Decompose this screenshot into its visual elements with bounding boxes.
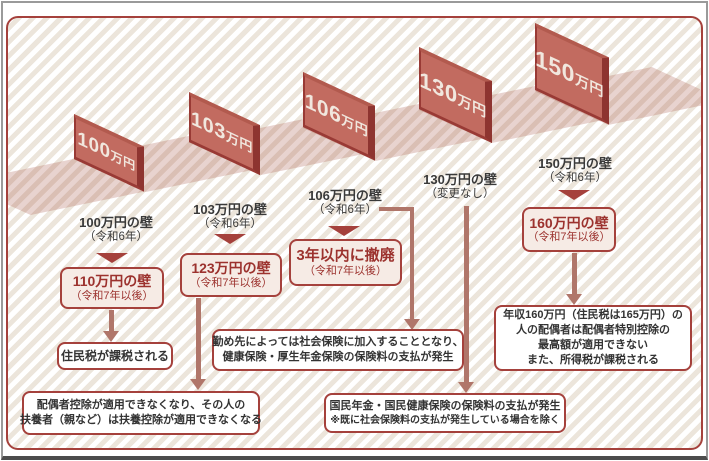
connector-arrow [458,206,474,393]
result-line: 配偶者控除が適用できなくなり、その人の [36,399,246,412]
new-wall-box-110man: 110万円の壁 （令和7年以後） [60,267,164,309]
header-100man: 100万円の壁 （令和6年） [51,215,181,244]
connector-shaft [571,253,577,294]
header-100man-title: 100万円の壁 [79,215,153,230]
arrowhead-icon [458,382,474,393]
connector-shaft [195,298,201,379]
result-line: また、所得税が課税される [527,353,659,366]
header-150man: 150万円の壁 （令和6年） [510,156,640,185]
header-130man-status: （変更なし） [425,188,495,200]
connector-arrow [190,298,206,390]
header-103man-year: （令和6年） [198,218,262,230]
arrowhead-icon [566,294,582,305]
new-wall-110man-period: （令和7年以後） [70,289,154,302]
result-line: 住民税が課税される [61,348,170,363]
connector-arrow [566,253,582,305]
result-box-social-insurance: 勤め先によっては社会保険に加入することとなり、 健康保険・厚生年金保険の保険料の… [212,329,464,371]
header-103man-title: 103万円の壁 [193,202,267,217]
result-line: 健康保険・厚生年金保険の保険料の支払が発生 [222,351,454,363]
arrow-down-triangle-icon [214,234,246,244]
header-106man-title: 106万円の壁 [308,188,382,203]
arrow-down-triangle-icon [96,253,128,263]
new-wall-box-160man: 160万円の壁 （令和7年以後） [522,207,616,252]
connector-arrow [103,310,119,342]
connector-shaft [108,310,114,331]
header-103man: 103万円の壁 （令和6年） [165,202,295,231]
wall-150man-label: 150万円 [535,43,604,100]
arrow-down-triangle-icon [328,226,360,236]
header-106man: 106万円の壁 （令和6年） [280,188,410,217]
result-line: 年収160万円（住民税は165万円）の [503,309,683,322]
result-box-spouse-deduction: 配偶者控除が適用できなくなり、その人の 扶養者（親など）は扶養控除が適用できなく… [20,391,262,435]
new-wall-box-123man: 123万円の壁 （令和7年以後） [180,253,282,297]
arrowhead-icon [103,331,119,342]
abolished-box: 3年以内に撤廃 （令和7年以後） [289,239,402,286]
new-wall-160man-period: （令和7年以後） [527,231,611,244]
striped-background-panel: 100万円 103万円 106万円 130万円 150万円 100万円の壁 （令… [6,16,703,450]
connector-shaft [463,206,469,382]
new-wall-123man-period: （令和7年以後） [189,276,273,289]
new-wall-123man-title: 123万円の壁 [191,260,271,276]
new-wall-160man-title: 160万円の壁 [529,214,609,231]
arrow-down-triangle-icon [558,190,590,200]
header-130man: 130万円の壁 （変更なし） [395,172,525,201]
abolished-period: （令和7年以後） [303,264,388,277]
abolished-title: 3年以内に撤廃 [296,246,395,264]
result-line: 扶養者（親など）は扶養控除が適用できなくなる [20,414,262,426]
header-130man-title: 130万円の壁 [423,172,497,187]
new-wall-110man-title: 110万円の壁 [72,273,152,289]
result-box-national-pension: 国民年金・国民健康保険の保険料の支払が発生 ※既に社会保険料の支払が発生している… [324,393,566,433]
arrowhead-icon [404,319,420,330]
result-line: 人の配偶者は配偶者特別控除の [516,324,670,337]
connector-line [410,207,414,320]
result-box-income-tax: 年収160万円（住民税は165万円）の 人の配偶者は配偶者特別控除の 最高額が適… [494,305,692,371]
result-note: ※既に社会保険料の支払が発生している場合を除く [330,414,560,426]
header-106man-year: （令和6年） [313,204,377,216]
result-line: 国民年金・国民健康保険の保険料の支払が発生 [329,400,561,413]
result-line: 勤め先によっては社会保険に加入することとなり、 [212,336,464,349]
connector-line [379,207,414,211]
header-100man-year: （令和6年） [84,231,148,243]
result-box-resident-tax: 住民税が課税される [57,342,173,370]
header-150man-year: （令和6年） [543,172,607,184]
arrowhead-icon [190,379,206,390]
header-150man-title: 150万円の壁 [538,156,612,171]
result-line: 最高額が適用できない [538,339,648,351]
